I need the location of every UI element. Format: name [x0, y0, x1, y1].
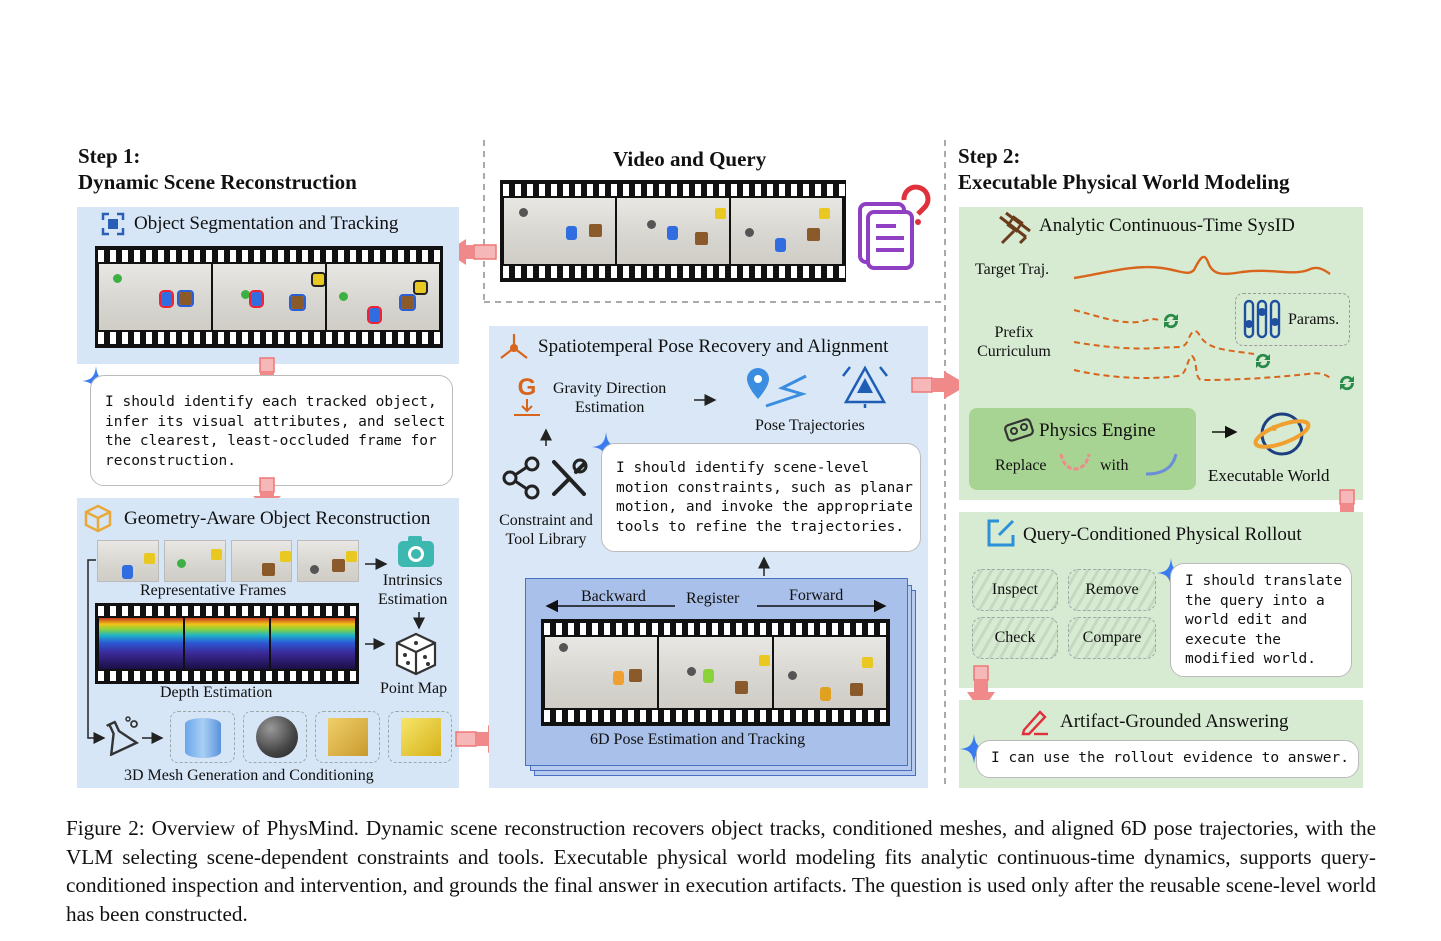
tracking-icon — [101, 212, 125, 236]
engine-title: Physics Engine — [1039, 420, 1156, 441]
target-traj-label: Target Traj. — [975, 261, 1050, 278]
video-title: Video and Query — [613, 147, 767, 171]
sliders-icon — [1243, 299, 1281, 339]
point-map-label: Point Map — [380, 680, 448, 697]
share-icon — [502, 456, 540, 500]
seg-title: Object Segmentation and Tracking — [134, 213, 399, 234]
tracking-label: 6D Pose Estimation and Tracking — [590, 731, 806, 748]
pose-filmstrip — [541, 619, 890, 726]
check-button[interactable]: Check — [972, 617, 1058, 659]
reasoning-bubble-2: I should identify scene-level motion con… — [601, 443, 921, 552]
intrinsics-label: Intrinsics Estimation — [378, 572, 448, 608]
step2-line2: Executable Physical World Modeling — [958, 170, 1290, 194]
mesh-sphere — [242, 711, 307, 763]
mesh-cylinder — [170, 711, 235, 763]
register-label: Register — [686, 590, 740, 607]
backward-label: Backward — [581, 588, 646, 605]
geo-arrows — [87, 558, 425, 744]
gravity-label: Gravity Direction Estimation — [553, 380, 667, 416]
inspect-button[interactable]: Inspect — [972, 569, 1058, 611]
seg-filmstrip — [95, 246, 443, 348]
video-filmstrip — [500, 180, 846, 282]
answer-title: Artifact-Grounded Answering — [1060, 711, 1289, 732]
curriculum-trajectories — [1073, 309, 1331, 382]
svg-text:G: G — [518, 374, 537, 401]
trajectory-icon — [747, 368, 807, 408]
pose-arrows — [540, 394, 770, 576]
axis-icon — [500, 334, 528, 359]
remove-button[interactable]: Remove — [1068, 569, 1156, 611]
step1-line1: Step 1: — [78, 144, 141, 168]
physics-engine-box — [969, 408, 1196, 490]
depth-label: Depth Estimation — [160, 684, 273, 701]
world-label: Executable World — [1208, 466, 1330, 485]
answer-bubble: I can use the rollout evidence to answer… — [976, 740, 1359, 778]
refresh-icon — [1339, 375, 1355, 391]
params-box — [1235, 293, 1350, 346]
with-label: with — [1100, 457, 1129, 474]
sparkle-icon — [960, 734, 988, 764]
refresh-icon — [1255, 353, 1271, 369]
cube-icon — [84, 504, 112, 533]
prefix-label: Prefix Curriculum — [977, 324, 1051, 360]
params-label: Params. — [1288, 311, 1340, 328]
step2-heading: Step 2: Executable Physical World Modeli… — [958, 143, 1290, 195]
library-label: Constraint and Tool Library — [499, 512, 593, 548]
engine-icon — [1004, 418, 1034, 442]
mesh-row — [170, 711, 452, 763]
mesh-cube-yellow — [387, 711, 452, 763]
rep-frames-label: Representative Frames — [140, 582, 287, 599]
dice-icon — [395, 632, 437, 676]
step2-line1: Step 2: — [958, 144, 1021, 168]
step1-heading: Step 1: Dynamic Scene Reconstruction — [78, 143, 357, 195]
sysid-icon — [999, 211, 1031, 245]
gravity-icon: G — [514, 374, 540, 416]
query-document-icon — [858, 184, 931, 270]
pose-title: Spatiotemperal Pose Recovery and Alignme… — [538, 336, 889, 357]
engine-to-world-arrow — [1212, 425, 1238, 439]
figure-caption: Figure 2: Overview of PhysMind. Dynamic … — [66, 816, 1376, 926]
replace-curve — [1059, 453, 1091, 471]
register-arrows — [545, 599, 887, 613]
trajectories-label: Pose Trajectories — [755, 417, 865, 434]
sysid-title: Analytic Continuous-Time SysID — [1039, 215, 1295, 236]
step1-line2: Dynamic Scene Reconstruction — [78, 170, 357, 194]
target-trajectory — [1073, 255, 1331, 280]
reasoning-bubble-1: I should identify each tracked object, i… — [90, 375, 453, 486]
arrow-pose-to-sysid — [911, 371, 968, 399]
refresh-icon — [1163, 313, 1179, 329]
representative-frames — [97, 540, 359, 582]
mesh-label: 3D Mesh Generation and Conditioning — [124, 767, 374, 784]
edit-icon — [987, 519, 1015, 547]
with-curve — [1145, 453, 1178, 476]
geo-title: Geometry-Aware Object Reconstruction — [124, 508, 431, 529]
alignment-icon — [842, 365, 888, 408]
forward-label: Forward — [789, 587, 844, 604]
reasoning-bubble-3: I should translate the query into a worl… — [1170, 563, 1352, 677]
rollout-title: Query-Conditioned Physical Rollout — [1023, 524, 1302, 545]
camera-icon — [398, 536, 434, 567]
depth-filmstrip — [95, 603, 359, 684]
pen-icon — [1021, 710, 1048, 736]
mesh-cube-brown — [315, 711, 380, 763]
flask-icon — [106, 716, 140, 756]
compare-button[interactable]: Compare — [1068, 617, 1156, 659]
tools-icon — [552, 458, 588, 496]
planet-icon — [1253, 412, 1311, 456]
replace-label: Replace — [995, 457, 1047, 474]
